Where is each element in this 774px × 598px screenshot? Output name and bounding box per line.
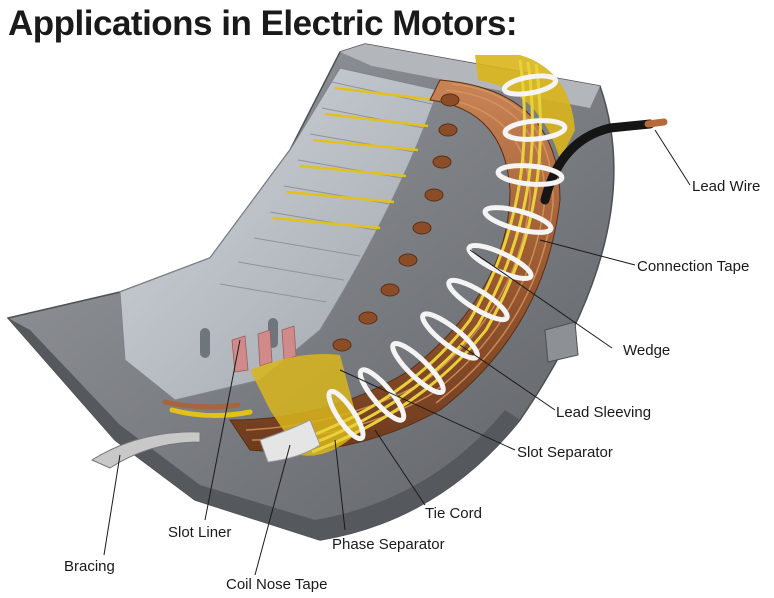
label-lead-wire: Lead Wire — [692, 178, 761, 195]
page-title: Applications in Electric Motors: — [8, 4, 518, 43]
label-wedge: Wedge — [623, 342, 671, 359]
label-bracing: Bracing — [64, 558, 115, 575]
mounting-lug — [544, 321, 579, 363]
label-tie-cord: Tie Cord — [425, 505, 482, 522]
label-connection-tape: Connection Tape — [637, 258, 750, 275]
label-phase-separator: Phase Separator — [332, 536, 445, 553]
label-lead-sleeving: Lead Sleeving — [556, 404, 652, 421]
coil-nose-tape — [259, 419, 321, 463]
phase-separator-sheet — [475, 55, 575, 160]
label-coil-nose-tape: Coil Nose Tape — [226, 576, 328, 593]
label-slot-liner: Slot Liner — [168, 524, 232, 541]
label-slot-separator: Slot Separator — [517, 444, 613, 461]
